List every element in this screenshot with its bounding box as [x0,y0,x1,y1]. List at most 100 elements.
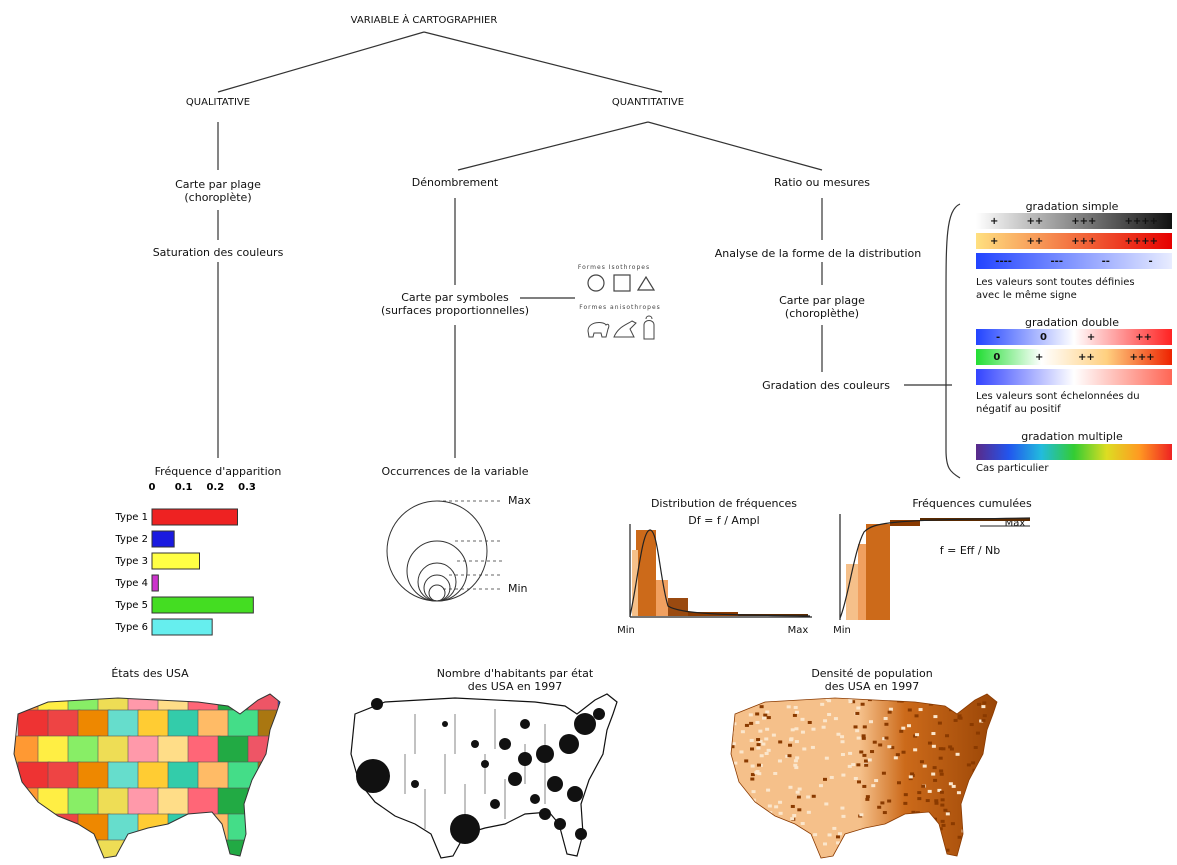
density-map-title: Densité de population des USA en 1997 [811,667,932,693]
choropleth-quant-label: Carte par plage (choroplèthe) [779,294,865,320]
simple-gradient-row: ++++++++++ [976,213,1172,229]
population-symbol [508,772,522,786]
bar-tick-label: 0.2 [206,482,224,493]
cumulative-title: Fréquences cumulées [912,497,1032,510]
simple-gradation-note: Les valeurs sont toutes définies avec le… [976,276,1135,302]
us-population-symbol-map [350,693,618,859]
cumulative-min-label: Min [833,625,851,636]
simple-gradient-mark: - [1148,255,1153,267]
bar-mark [151,596,254,614]
simple-gradient-mark: --- [1050,255,1063,267]
double-gradation-title: gradation double [1024,316,1120,329]
simple-gradient-mark: ---- [995,255,1012,267]
population-symbol [593,708,605,720]
symbol-map-line1: Carte par symboles [401,291,509,304]
simple-gradation-title: gradation simple [1025,200,1119,213]
cumulative-max-label: Max [1004,518,1026,529]
frequency-label: Fréquence d'apparition [154,465,282,478]
population-symbol [471,740,479,748]
double-gradient-row: 0++++++ [976,349,1172,365]
cumulative-chart [839,514,1031,620]
population-symbol [520,719,530,729]
bar-tick-label: 0.1 [175,482,193,493]
simple-note-line1: Les valeurs sont toutes définies [976,277,1135,288]
bar-category-label: Type 5 [114,600,148,611]
population-symbol [554,818,566,830]
simple-gradient-row: ---------- [976,253,1172,269]
color-gradation-label: Gradation des couleurs [762,379,890,392]
saturation-label: Saturation des couleurs [152,246,284,259]
bar-tick-label: 0 [149,482,156,493]
population-symbol [371,698,383,710]
population-symbol [450,814,480,844]
distribution-title: Distribution de fréquences [650,497,798,510]
simple-gradient-mark: +++ [1071,215,1097,227]
population-symbol [442,721,448,727]
choropleth-quant-line2: (choroplèthe) [784,307,860,320]
double-gradient-row: -0+++ [976,329,1172,345]
double-gradient-row [976,369,1172,385]
double-gradient-mark: 0 [993,351,1001,363]
simple-gradient-mark: + [990,235,999,247]
population-symbol [575,828,587,840]
occurrences-label: Occurrences de la variable [381,465,529,478]
population-symbol [356,759,390,793]
double-note-line1: Les valeurs sont échelonnées du [976,391,1140,402]
counting-label: Dénombrement [411,176,499,189]
population-symbol [559,734,579,754]
population-title-line1: Nombre d'habitants par état [436,667,594,680]
bar-category-label: Type 4 [114,578,148,589]
choropleth-quant-line1: Carte par plage [779,294,865,307]
geometric-shapes-icon [587,274,656,292]
symbol-map-line2: (surfaces proportionnelles) [380,304,530,317]
population-symbol [567,786,583,802]
quantitative-label: QUANTITATIVE [611,97,685,108]
choropleth-qual-line1: Carte par plage [175,178,261,191]
population-symbol [481,760,489,768]
bar-category-label: Type 3 [114,556,148,567]
multiple-gradation-bar [976,444,1172,460]
population-symbol [411,780,419,788]
double-gradient-mark: + [1086,331,1096,343]
population-symbol [574,713,596,735]
bar-mark [151,508,238,526]
simple-gradient-mark: ++++ [1124,215,1158,227]
us-density-map [730,693,998,859]
proportional-circles [386,500,503,602]
animal-shapes-icon [587,315,655,340]
population-symbol [547,776,563,792]
simple-gradient-mark: ++ [1026,235,1044,247]
symbol-map-label: Carte par symboles (surfaces proportionn… [381,291,529,317]
isotropic-shapes-label: Formes Isothropes [577,264,651,271]
simple-gradient-mark: +++ [1071,235,1097,247]
double-gradation-note: Les valeurs sont échelonnées du négatif … [976,390,1140,416]
simple-gradient-mark: ++ [1026,215,1044,227]
distribution-formula: Df = f / Ampl [688,514,760,527]
cumulative-formula: f = Eff / Nb [939,544,1001,557]
bar-mark [151,618,213,636]
population-symbol [536,745,554,763]
bar-category-label: Type 6 [114,622,148,633]
double-gradient-mark: - [995,331,1001,343]
bar-category-label: Type 2 [114,534,148,545]
distribution-histogram [629,524,812,618]
density-title-line2: des USA en 1997 [824,680,920,693]
bar-mark [151,530,175,548]
multiple-gradation-title: gradation multiple [1021,430,1123,443]
simple-note-line2: avec le même signe [976,290,1077,301]
density-title-line1: Densité de population [811,667,933,680]
double-gradient-mark: 0 [1040,331,1047,343]
double-gradient-mark: ++ [1135,331,1152,343]
population-symbol [539,808,551,820]
bar-tick-label: 0.3 [238,482,256,493]
simple-gradient-mark: -- [1101,255,1110,267]
ratio-label: Ratio ou mesures [774,176,870,189]
distribution-analysis-label: Analyse de la forme de la distribution [714,247,922,260]
population-symbol [499,738,511,750]
population-symbol [490,799,500,809]
double-gradient-mark: + [1034,351,1044,363]
double-gradient-mark: ++ [1078,351,1095,363]
